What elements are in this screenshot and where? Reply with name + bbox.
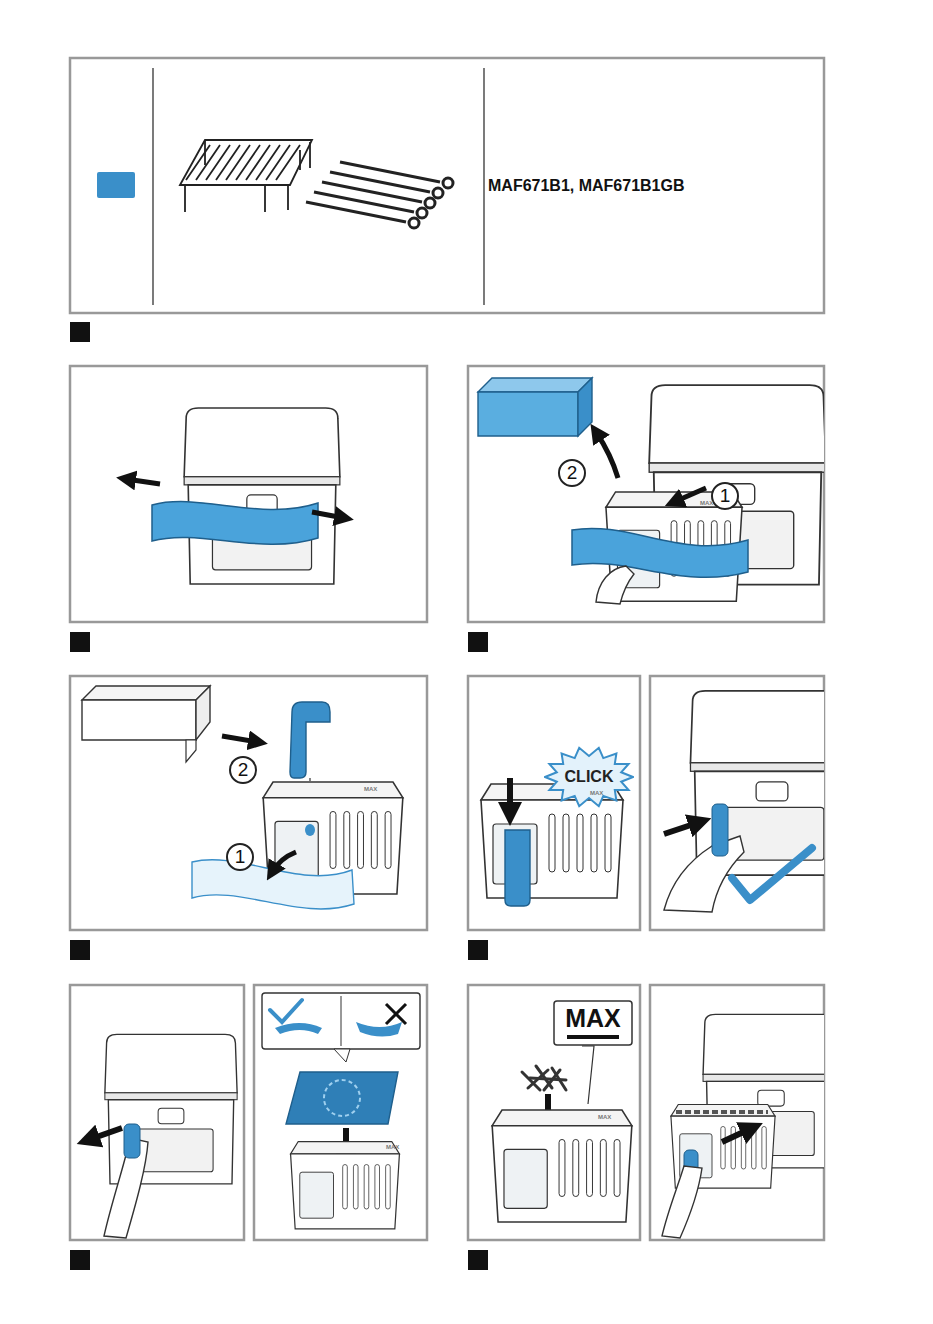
basket-max-mark: MAX <box>386 1144 399 1150</box>
step-circle: 1 <box>226 843 254 871</box>
basket-max-mark: MAX <box>590 790 603 796</box>
node-text: MAF671B1, MAF671B1GB <box>488 177 685 195</box>
step-circle: 2 <box>229 756 257 784</box>
max-underline <box>567 1035 619 1039</box>
node-text: 1 <box>235 846 246 868</box>
max-callout: MAX <box>553 1000 633 1046</box>
click-burst: CLICK <box>544 746 634 808</box>
node-text: 2 <box>238 759 249 781</box>
step-circle: 2 <box>558 459 586 487</box>
basket-max-mark: MAX <box>598 1114 611 1120</box>
node-text: CLICK <box>565 768 614 786</box>
starburst-outline <box>545 748 633 806</box>
node-text: 2 <box>567 462 578 484</box>
basket-max-mark: MAX <box>700 500 713 506</box>
node-text: MAX <box>565 1004 621 1033</box>
basket-max-mark: MAX <box>364 786 377 792</box>
callout-box <box>554 1001 632 1045</box>
model-cell: MAF671B1, MAF671B1GB <box>488 170 820 202</box>
step-circle: 1 <box>711 482 739 510</box>
node-text: 1 <box>720 485 731 507</box>
